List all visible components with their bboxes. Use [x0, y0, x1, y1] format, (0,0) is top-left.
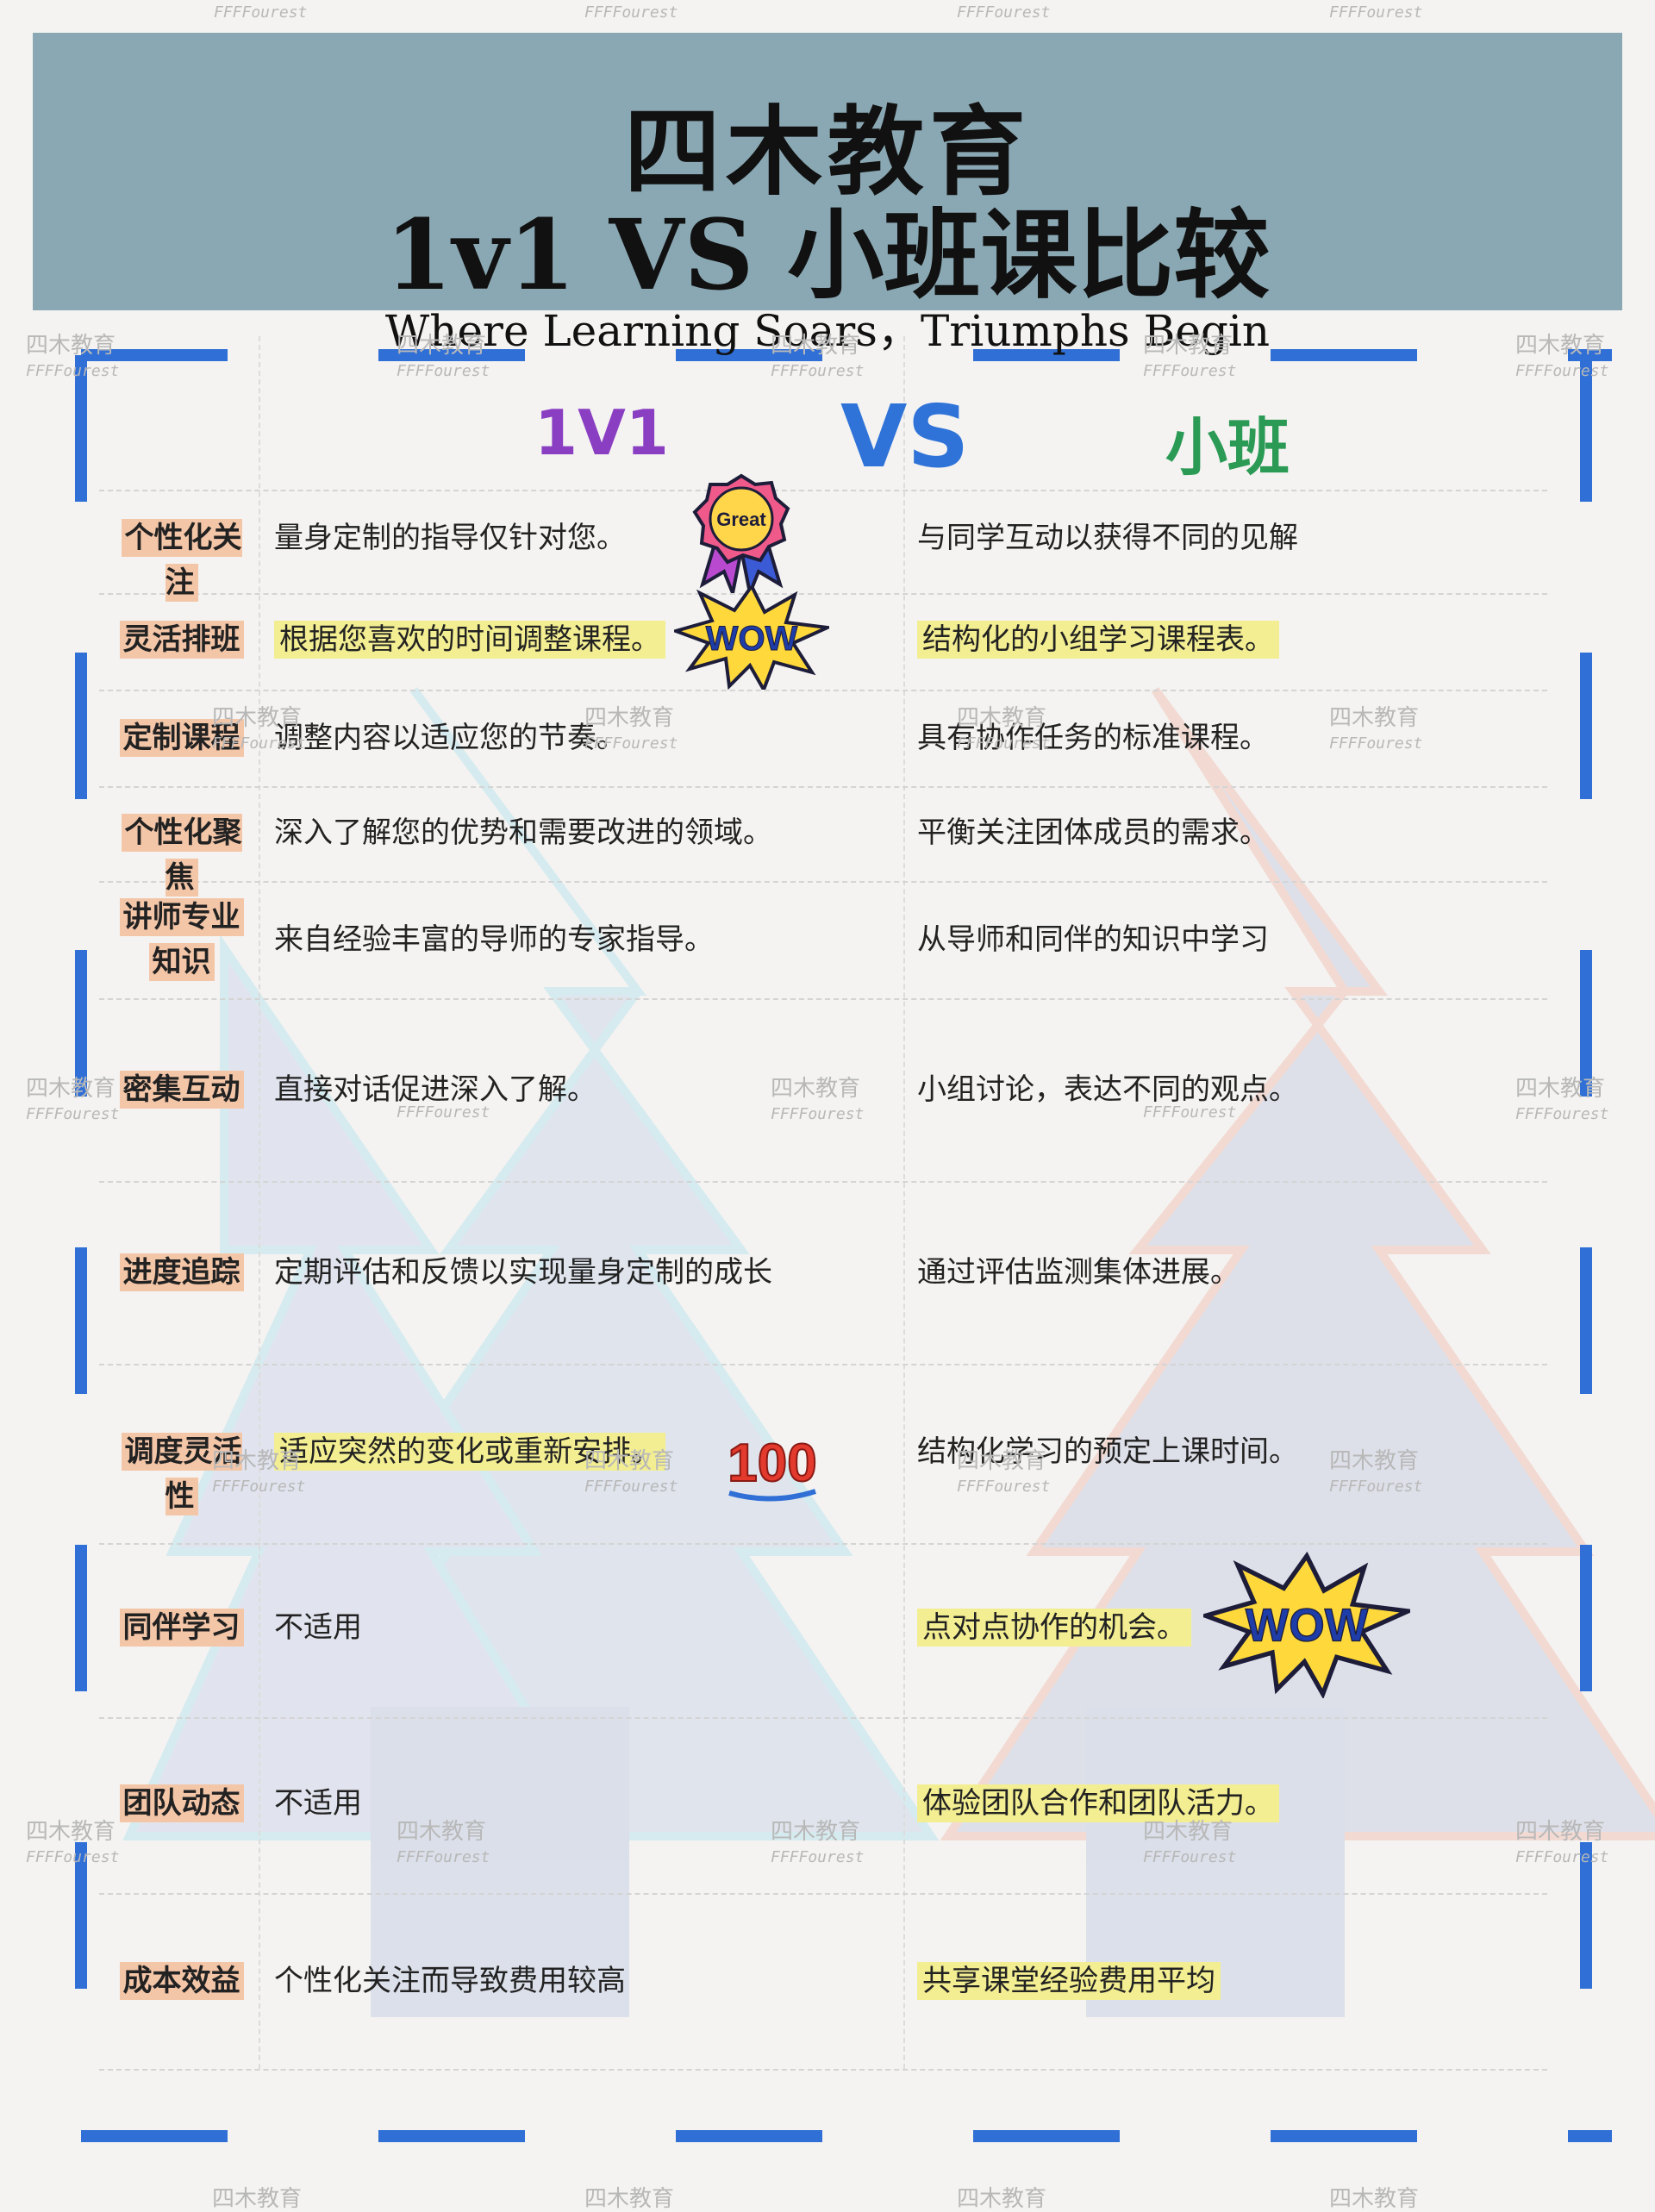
row-label: 个性化聚焦	[106, 810, 257, 900]
watermark: FFFFourest	[1329, 3, 1423, 22]
row-label: 灵活排班	[106, 617, 257, 662]
cell-small-class: 与同学互动以获得不同的见解	[917, 521, 1298, 555]
watermark: FFFFourest	[397, 1103, 490, 1122]
row-divider	[99, 2069, 1547, 2071]
row-label: 讲师专业知识	[106, 895, 257, 984]
row-label: 个性化关注	[106, 516, 257, 605]
column-divider-right	[903, 336, 905, 2069]
wow-sticker: WOW	[674, 586, 829, 690]
wow-text: WOW	[706, 620, 798, 658]
cell-small-class: 具有协作任务的标准课程。	[917, 721, 1269, 755]
row-label: 调度灵活性	[106, 1429, 257, 1519]
cell-1v1: 定期评估和反馈以实现量身定制的成长	[274, 1255, 772, 1290]
row-divider	[99, 490, 1547, 491]
row-label: 定制课程	[106, 715, 257, 760]
row-divider	[99, 881, 1547, 883]
row-divider	[99, 1717, 1547, 1719]
row-divider	[99, 690, 1547, 691]
cell-small-class: 结构化学习的预定上课时间。	[917, 1434, 1298, 1469]
watermark: FFFFourest	[1143, 1103, 1237, 1122]
header-banner: 四木教育 1v1 VS 小班课比较	[33, 33, 1622, 312]
cell-1v1: 个性化关注而导致费用较高	[274, 1964, 626, 1998]
cell-small-class: 通过评估监测集体进展。	[917, 1255, 1240, 1290]
row-label: 成本效益	[106, 1959, 257, 2003]
cell-small-class: 从导师和同伴的知识中学习	[917, 922, 1269, 957]
watermark: 四木教育	[957, 2186, 1047, 2212]
cell-1v1: 调整内容以适应您的节奏。	[274, 721, 626, 755]
row-divider	[99, 1181, 1547, 1183]
great-text: Great	[716, 509, 766, 530]
cell-small-class: 点对点协作的机会。	[917, 1605, 1191, 1650]
watermark: 四木教育	[584, 2186, 675, 2212]
cell-small-class: 平衡关注团体成员的需求。	[917, 815, 1269, 850]
cell-1v1: 直接对话促进深入了解。	[274, 1072, 596, 1107]
watermark: FFFFourest	[584, 3, 678, 22]
cell-1v1: 量身定制的指导仅针对您。	[274, 521, 626, 555]
great-badge-sticker: Great	[692, 473, 790, 593]
column-header-vs: VS	[840, 386, 970, 487]
row-label: 团队动态	[106, 1781, 257, 1826]
watermark: 四木教育	[212, 2186, 303, 2212]
hundred-text: 100	[728, 1434, 816, 1493]
wow-sticker-large: WOW	[1203, 1552, 1410, 1698]
tagline: Where Learning Soars，Triumphs Begin	[384, 306, 1271, 356]
cell-1v1: 不适用	[274, 1786, 362, 1821]
row-label: 同伴学习	[106, 1605, 257, 1650]
row-label: 密集互动	[106, 1067, 257, 1112]
column-divider-left	[259, 336, 260, 2069]
watermark: FFFFourest	[214, 3, 308, 22]
row-divider	[99, 998, 1547, 1000]
cell-small-class: 小组讨论，表达不同的观点。	[917, 1072, 1298, 1107]
row-divider	[99, 1893, 1547, 1895]
row-divider	[99, 593, 1547, 595]
cell-1v1: 根据您喜欢的时间调整课程。	[274, 617, 665, 662]
cell-1v1: 适应突然的变化或重新安排。	[274, 1429, 665, 1474]
page-subtitle-title: 1v1 VS 小班课比较	[384, 199, 1271, 312]
cell-small-class: 共享课堂经验费用平均	[917, 1959, 1221, 2003]
wow-text: WOW	[1246, 1601, 1369, 1652]
cell-1v1: 不适用	[274, 1610, 362, 1645]
cell-small-class: 体验团队合作和团队活力。	[917, 1781, 1279, 1826]
watermark: 四木教育	[1329, 2186, 1420, 2212]
row-divider	[99, 1543, 1547, 1545]
cell-small-class: 结构化的小组学习课程表。	[917, 617, 1279, 662]
row-divider	[99, 786, 1547, 788]
page-title: 四木教育	[624, 97, 1031, 209]
watermark: FFFFourest	[957, 3, 1051, 22]
row-divider	[99, 1364, 1547, 1365]
cell-1v1: 深入了解您的优势和需要改进的领域。	[274, 815, 772, 850]
column-header-small-class: 小班	[1165, 411, 1290, 484]
column-header-1v1: 1V1	[534, 397, 669, 469]
cell-1v1: 来自经验丰富的导师的专家指导。	[274, 922, 714, 957]
hundred-sticker: 100	[727, 1433, 818, 1502]
row-label: 进度追踪	[106, 1250, 257, 1295]
